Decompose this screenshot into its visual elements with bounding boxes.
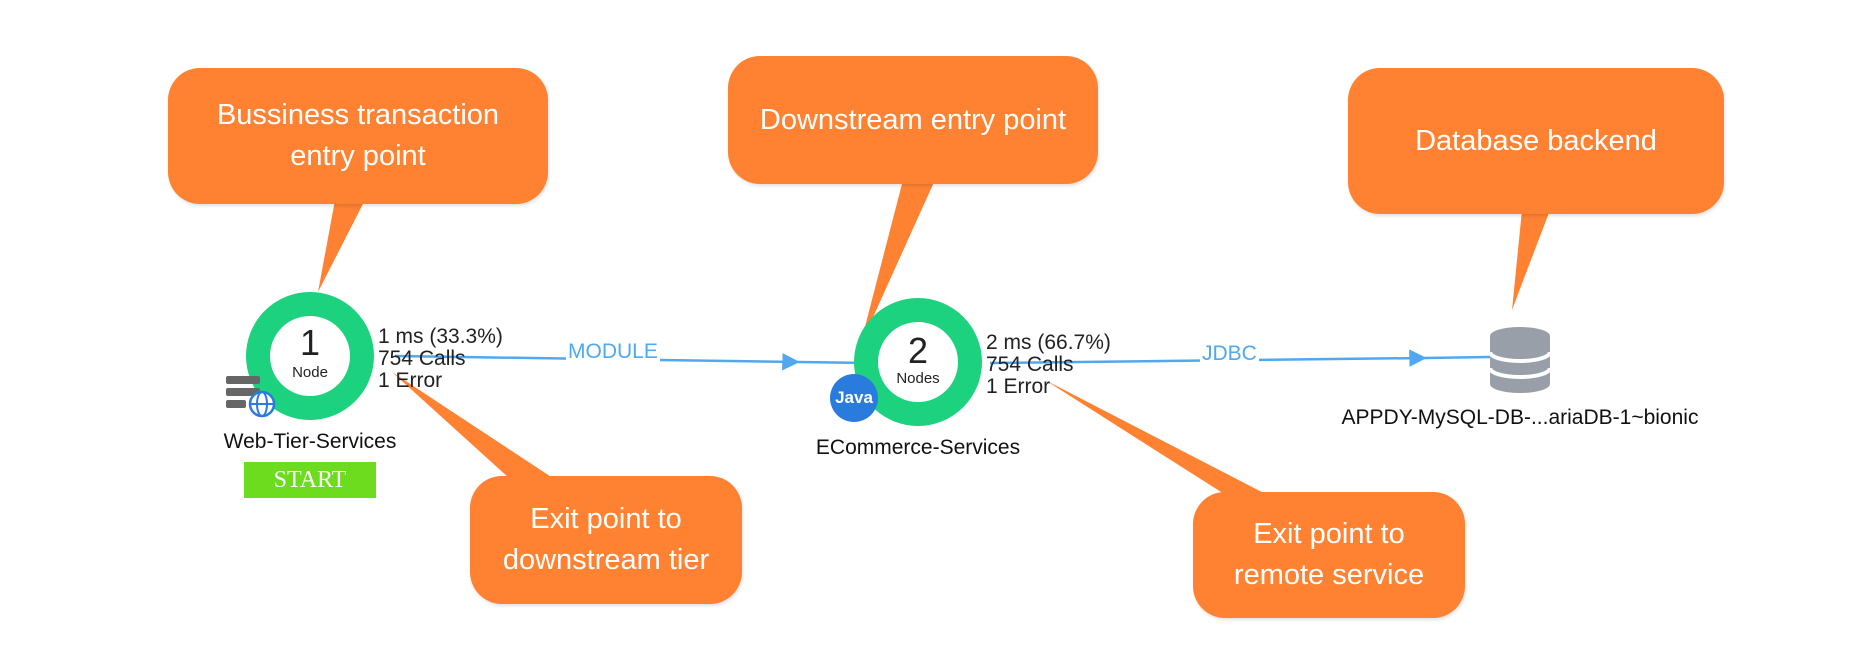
- business-entry-callout: Bussiness transaction entry point: [168, 68, 548, 204]
- web-tier-calls: 754 Calls: [378, 347, 466, 370]
- downstream-entry-callout: Downstream entry point: [728, 56, 1098, 184]
- exit-remote-callout: Exit point to remote service: [1193, 492, 1465, 618]
- business-entry-callout-line2: entry point: [290, 140, 426, 172]
- exit-downstream-callout-line2: downstream tier: [502, 544, 710, 576]
- ecommerce-tier-errors: 1 Error: [986, 375, 1051, 398]
- web-tier-stats[interactable]: 1 ms (33.3%) 754 Calls 1 Error: [378, 326, 503, 392]
- ecommerce-tier-calls: 754 Calls: [986, 353, 1074, 376]
- exit-remote-callout-line2: remote service: [1233, 559, 1425, 591]
- module-edge-label[interactable]: MODULE: [566, 340, 660, 364]
- exit-remote-callout-line1: Exit point to: [1253, 518, 1405, 550]
- exit-downstream-callout: Exit point to downstream tier: [470, 476, 742, 604]
- ecommerce-tier-node-ring[interactable]: [854, 298, 982, 426]
- database-backend-callout: Database backend: [1348, 68, 1724, 214]
- web-tier-node-count: 1: [299, 322, 321, 363]
- database-icon: [1488, 327, 1552, 393]
- ecommerce-tier-node-unit: Nodes: [896, 370, 940, 387]
- web-tier-node-ring[interactable]: [246, 292, 374, 420]
- downstream-entry-callout-text: Downstream entry point: [759, 103, 1067, 136]
- exit-remote-pointer: [1045, 380, 1285, 504]
- ecommerce-tier-stats[interactable]: 2 ms (66.7%) 754 Calls 1 Error: [986, 332, 1111, 398]
- database-backend-name[interactable]: APPDY-MySQL-DB-...ariaDB-1~bionic: [1341, 406, 1699, 429]
- ecommerce-tier-node-count: 2: [907, 330, 929, 371]
- ecommerce-tier-response-time: 2 ms (66.7%): [986, 331, 1111, 354]
- business-entry-callout-line1: Bussiness transaction: [216, 99, 500, 131]
- web-tier-response-time: 1 ms (33.3%): [378, 325, 503, 348]
- jdbc-edge-label[interactable]: JDBC: [1200, 342, 1259, 366]
- database-backend-callout-text: Database backend: [1415, 124, 1657, 157]
- web-server-icon: [226, 376, 276, 418]
- business-entry-pointer: [318, 200, 365, 292]
- database-pointer: [1512, 210, 1550, 310]
- start-badge: START: [244, 462, 376, 498]
- web-tier-node-unit: Node: [292, 364, 328, 381]
- java-badge-icon: Java: [830, 374, 878, 422]
- web-tier-name[interactable]: Web-Tier-Services: [223, 430, 397, 453]
- ecommerce-tier-name[interactable]: ECommerce-Services: [815, 436, 1021, 459]
- web-tier-errors: 1 Error: [378, 369, 443, 392]
- downstream-entry-pointer: [860, 180, 935, 346]
- exit-downstream-callout-line1: Exit point to: [530, 503, 682, 535]
- exit-downstream-pointer: [392, 372, 568, 488]
